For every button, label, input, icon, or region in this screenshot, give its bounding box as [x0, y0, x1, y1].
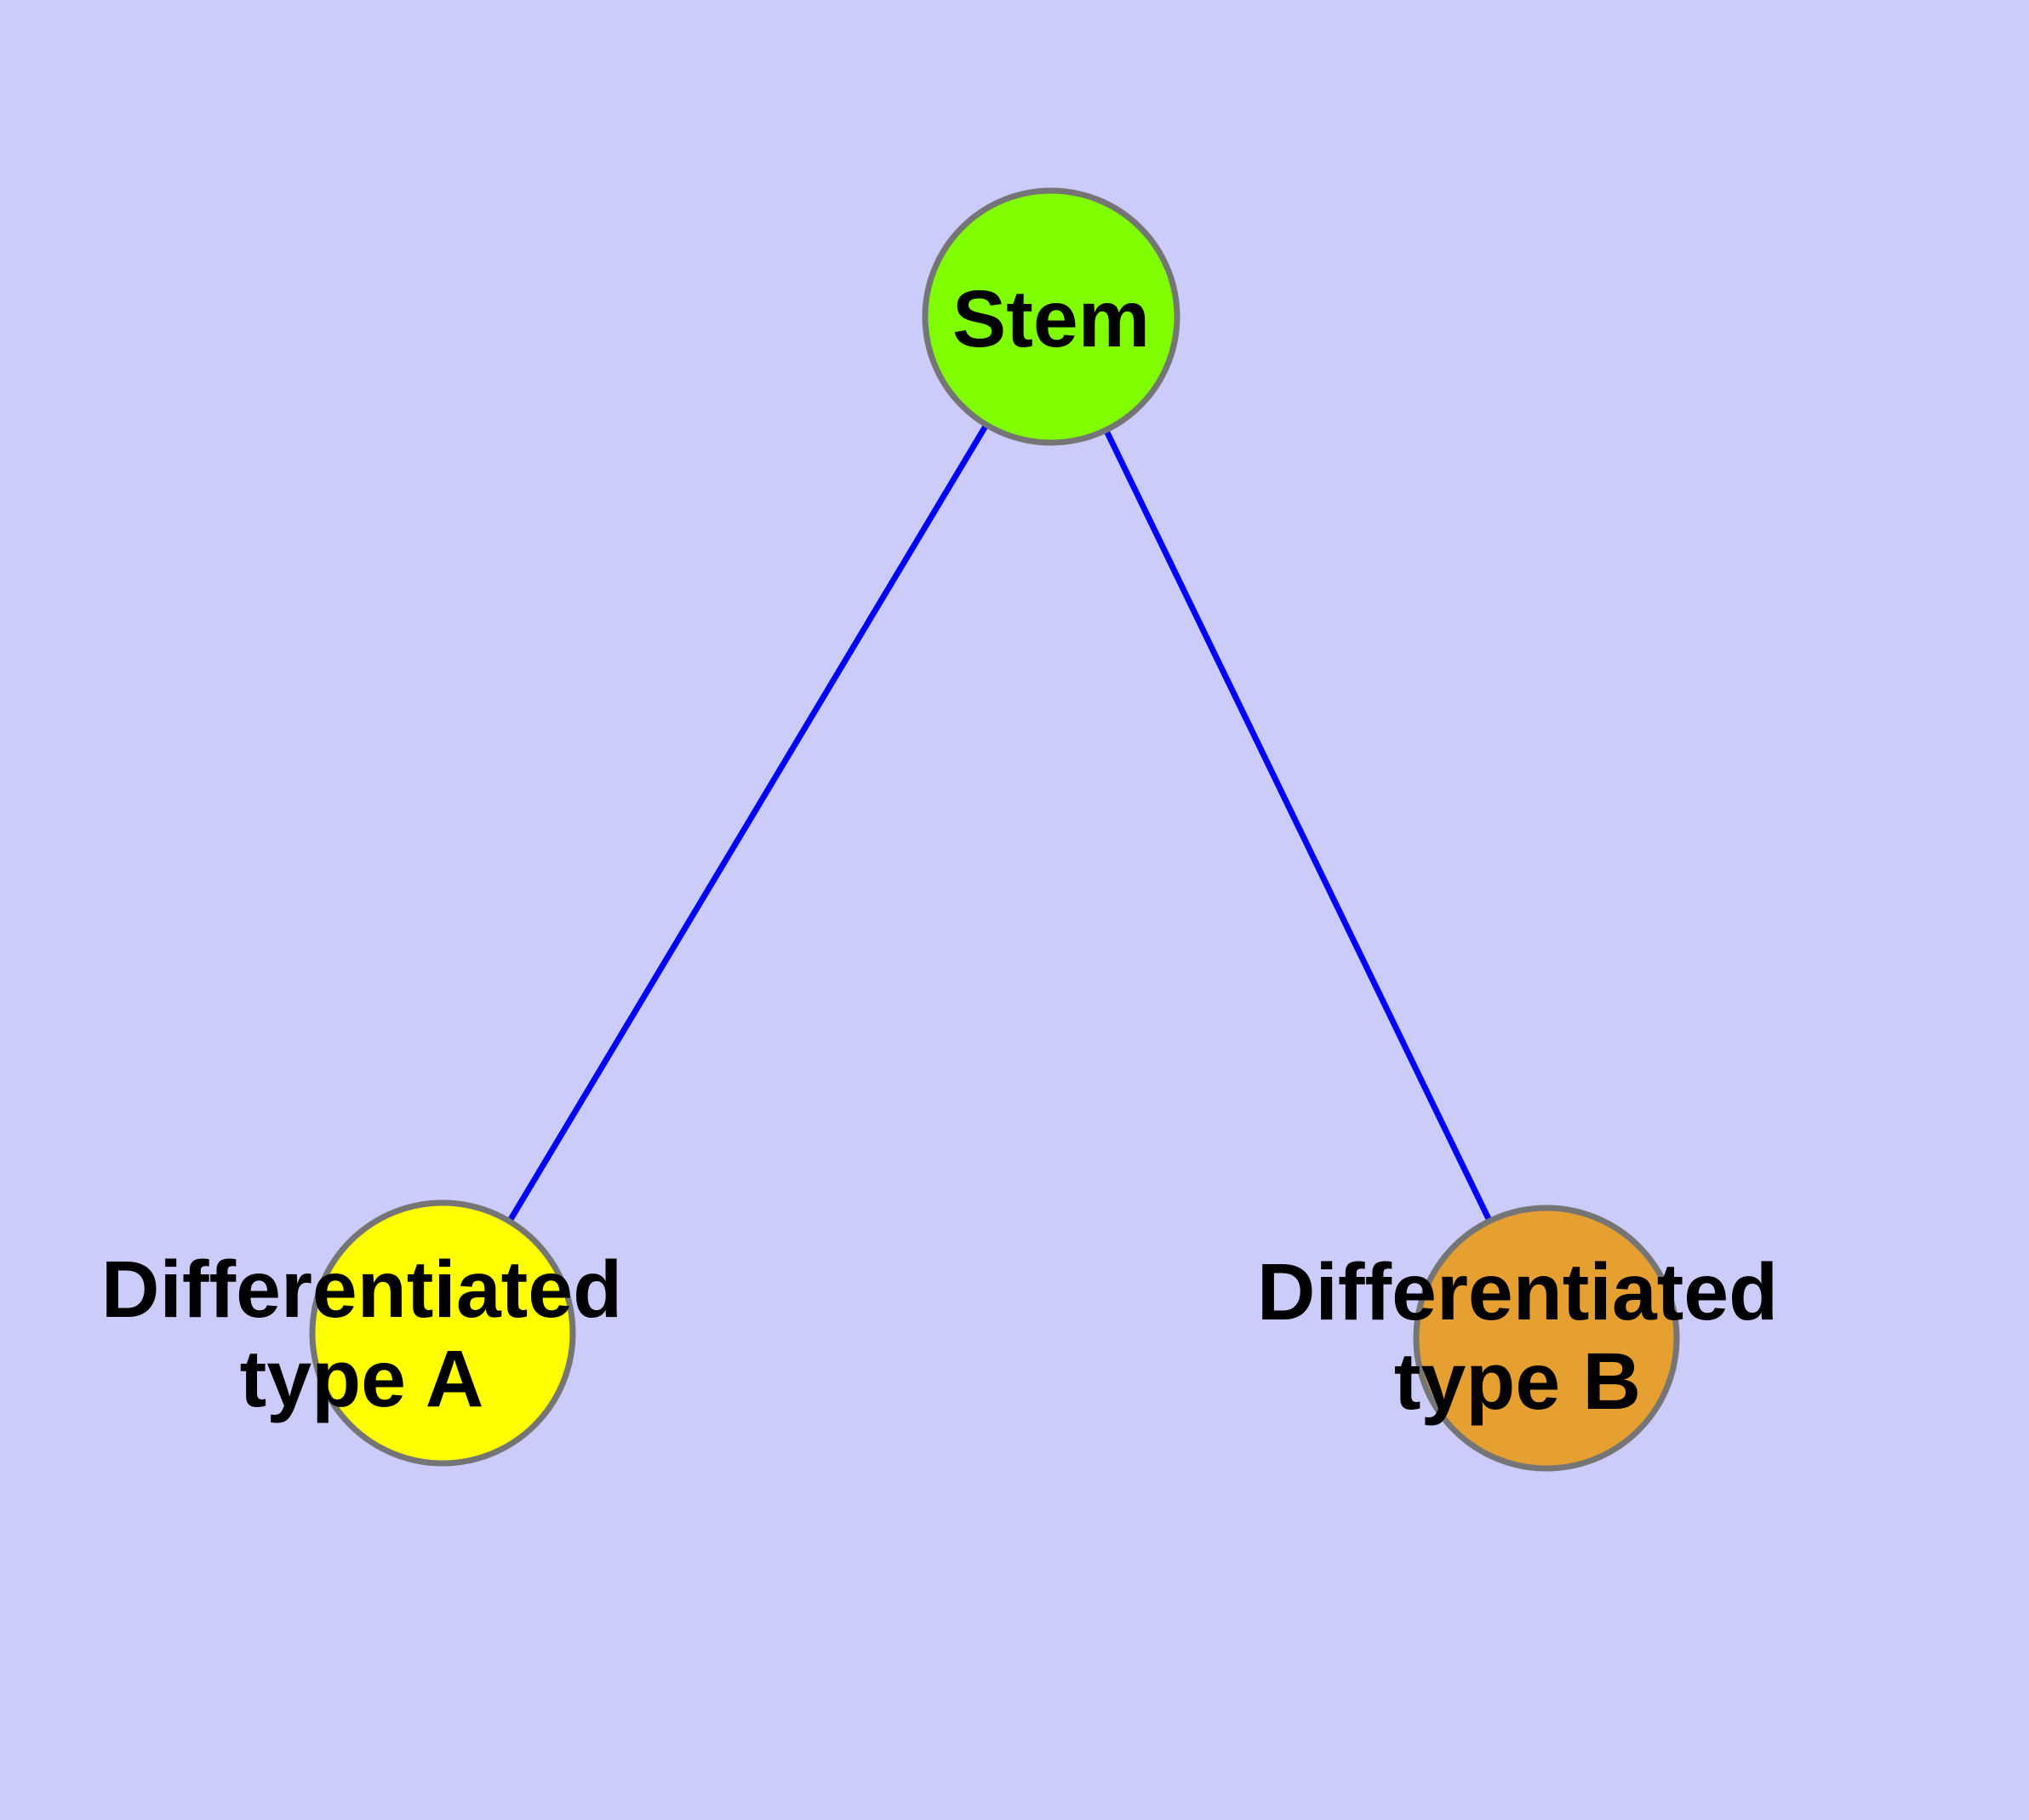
node-differentiated-type-b-circle[interactable] [1413, 1205, 1680, 1472]
node-differentiated-type-a-circle[interactable] [309, 1199, 576, 1467]
edge-layer [439, 315, 1550, 1340]
node-stem[interactable] [922, 187, 1180, 446]
edge-stem-to-diff-a [439, 315, 1055, 1335]
label-layer: Stem Differentiated type A Differentiate… [101, 274, 1778, 1427]
node-differentiated-type-b-label-line1: Differentiated [1257, 1247, 1778, 1337]
node-layer [309, 187, 1680, 1472]
edge-stem-to-diff-b [1048, 315, 1550, 1340]
node-differentiated-type-a-label-line2: type A [240, 1334, 484, 1424]
node-differentiated-type-a[interactable] [309, 1199, 576, 1467]
node-stem-circle[interactable] [922, 187, 1180, 446]
node-differentiated-type-b-label-line2: type B [1394, 1336, 1641, 1427]
node-differentiated-type-b[interactable] [1413, 1205, 1680, 1472]
node-differentiated-type-a-label-line1: Differentiated [101, 1245, 622, 1335]
node-stem-label: Stem [952, 274, 1150, 364]
